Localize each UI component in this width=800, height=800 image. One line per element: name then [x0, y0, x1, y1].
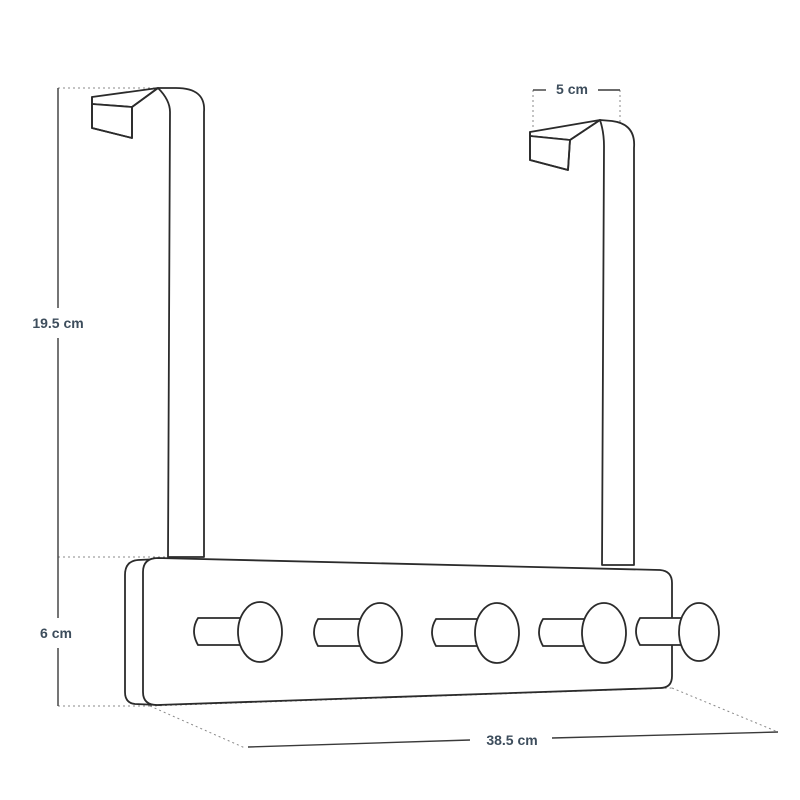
knob-head	[581, 602, 627, 664]
label-height-panel: 6 cm	[40, 625, 72, 641]
label-hook-depth: 5 cm	[556, 81, 588, 97]
label-width-total: 38.5 cm	[486, 732, 537, 748]
hook-panel	[124, 557, 673, 706]
knob-head	[357, 602, 403, 664]
knob-head	[678, 602, 720, 662]
left-bracket	[91, 87, 205, 558]
knobs	[193, 601, 720, 664]
knob-head	[237, 601, 283, 663]
guide-left-foot	[149, 705, 246, 749]
knob-head	[474, 602, 520, 664]
knob-1	[193, 601, 283, 663]
dim-line-width-left	[247, 739, 471, 748]
knob-2	[313, 602, 403, 664]
knob-3	[431, 602, 520, 664]
panel-front	[142, 557, 673, 706]
guide-right-foot	[671, 687, 779, 733]
dimension-labels: 19.5 cm 6 cm 38.5 cm 5 cm	[32, 81, 588, 748]
right-strap	[599, 119, 635, 566]
dim-line-width-right	[551, 731, 779, 739]
knob-5	[635, 602, 720, 662]
label-height-main: 19.5 cm	[32, 315, 83, 331]
knob-4	[538, 602, 627, 664]
right-bracket	[529, 119, 635, 566]
dimension-lines	[57, 88, 779, 748]
left-strap	[157, 87, 205, 558]
